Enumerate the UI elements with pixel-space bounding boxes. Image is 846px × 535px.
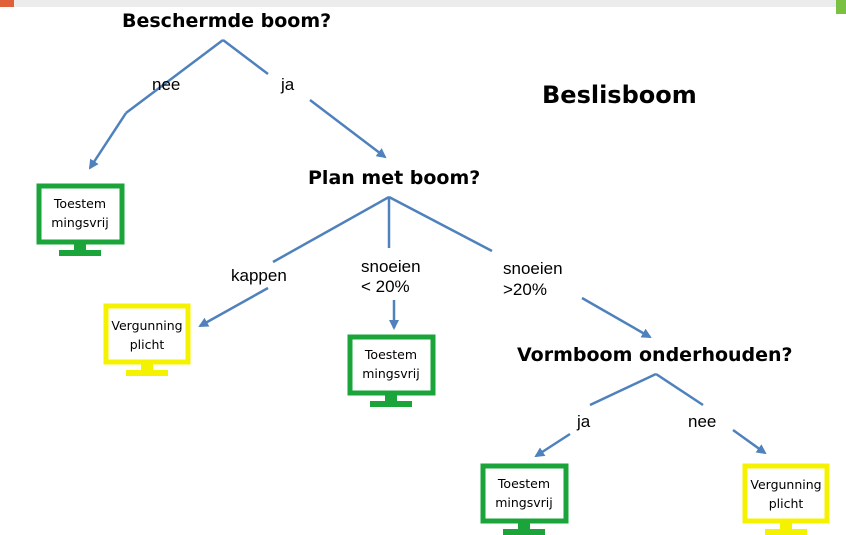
outcome-base bbox=[370, 401, 412, 407]
edge-q1-yes-upper bbox=[222, 39, 269, 75]
outcome-permit-required-1: Vergunning plicht bbox=[103, 303, 191, 376]
edge-q2-cut-arrow bbox=[198, 286, 269, 328]
outcome-line-2: mingsvrij bbox=[495, 495, 553, 510]
outcome-stand bbox=[141, 362, 153, 370]
edge-label-q1-yes: ja bbox=[280, 75, 295, 94]
outcome-base bbox=[503, 529, 545, 535]
edge-label-q2-cut: kappen bbox=[231, 266, 287, 285]
outcome-base bbox=[765, 529, 807, 535]
outcome-base bbox=[126, 370, 168, 376]
edge-q1-no-arrow bbox=[88, 112, 128, 170]
outcome-permit-free-2: Toestem mingsvrij bbox=[347, 334, 436, 407]
edge-q3-no-upper bbox=[655, 372, 704, 407]
question-plan-with-tree: Plan met boom? bbox=[308, 167, 480, 189]
question-shaped-tree-maintenance: Vormboom onderhouden? bbox=[517, 344, 793, 366]
top-bar-green-accent bbox=[836, 0, 846, 14]
outcome-base bbox=[59, 250, 101, 256]
outcome-line-2: plicht bbox=[769, 496, 804, 511]
diagram-title: Beslisboom bbox=[542, 81, 697, 109]
outcome-box bbox=[347, 334, 436, 396]
edge-q2-prune-large-arrow bbox=[581, 296, 652, 339]
outcome-stand bbox=[780, 521, 792, 529]
outcome-stand bbox=[518, 521, 530, 529]
top-bar-orange-accent bbox=[0, 0, 14, 7]
outcome-line-1: Toestem bbox=[497, 476, 550, 491]
outcome-box bbox=[36, 183, 125, 245]
outcome-box bbox=[742, 463, 830, 524]
edge-label-q2-prune-small-1: snoeien bbox=[361, 257, 421, 276]
edge-q3-yes-upper bbox=[589, 372, 657, 407]
outcome-line-1: Vergunning bbox=[111, 318, 182, 333]
edge-q1-no-upper bbox=[125, 39, 224, 114]
question-protected-tree: Beschermde boom? bbox=[122, 10, 331, 32]
outcome-stand bbox=[385, 393, 397, 401]
edge-q3-no-arrow bbox=[732, 428, 767, 455]
edge-label-q2-prune-large-1: snoeien bbox=[503, 259, 563, 278]
outcome-box bbox=[103, 303, 191, 365]
outcome-line-2: mingsvrij bbox=[362, 366, 420, 381]
edge-q2-prune-large-upper bbox=[388, 195, 493, 253]
edge-label-q3-no: nee bbox=[688, 412, 716, 431]
top-bar bbox=[0, 0, 846, 7]
outcome-box bbox=[480, 463, 569, 524]
outcome-line-2: plicht bbox=[130, 337, 165, 352]
outcome-permit-required-2: Vergunning plicht bbox=[742, 463, 830, 535]
edge-q3-yes-arrow bbox=[534, 432, 571, 458]
outcome-permit-free-1: Toestem mingsvrij bbox=[36, 183, 125, 256]
edge-label-q3-yes: ja bbox=[576, 412, 591, 431]
outcome-line-2: mingsvrij bbox=[51, 215, 109, 230]
outcome-line-1: Toestem bbox=[364, 347, 417, 362]
outcome-stand bbox=[74, 242, 86, 250]
edge-label-q2-prune-small-2: < 20% bbox=[361, 277, 410, 296]
outcome-line-1: Toestem bbox=[53, 196, 106, 211]
outcome-line-1: Vergunning bbox=[750, 477, 821, 492]
edge-label-q1-no: nee bbox=[152, 75, 180, 94]
edge-q1-yes-arrow bbox=[309, 99, 387, 159]
edge-label-q2-prune-large-2: >20% bbox=[503, 280, 547, 299]
edge-q2-cut-upper bbox=[272, 195, 390, 264]
outcome-permit-free-3: Toestem mingsvrij bbox=[480, 463, 569, 535]
